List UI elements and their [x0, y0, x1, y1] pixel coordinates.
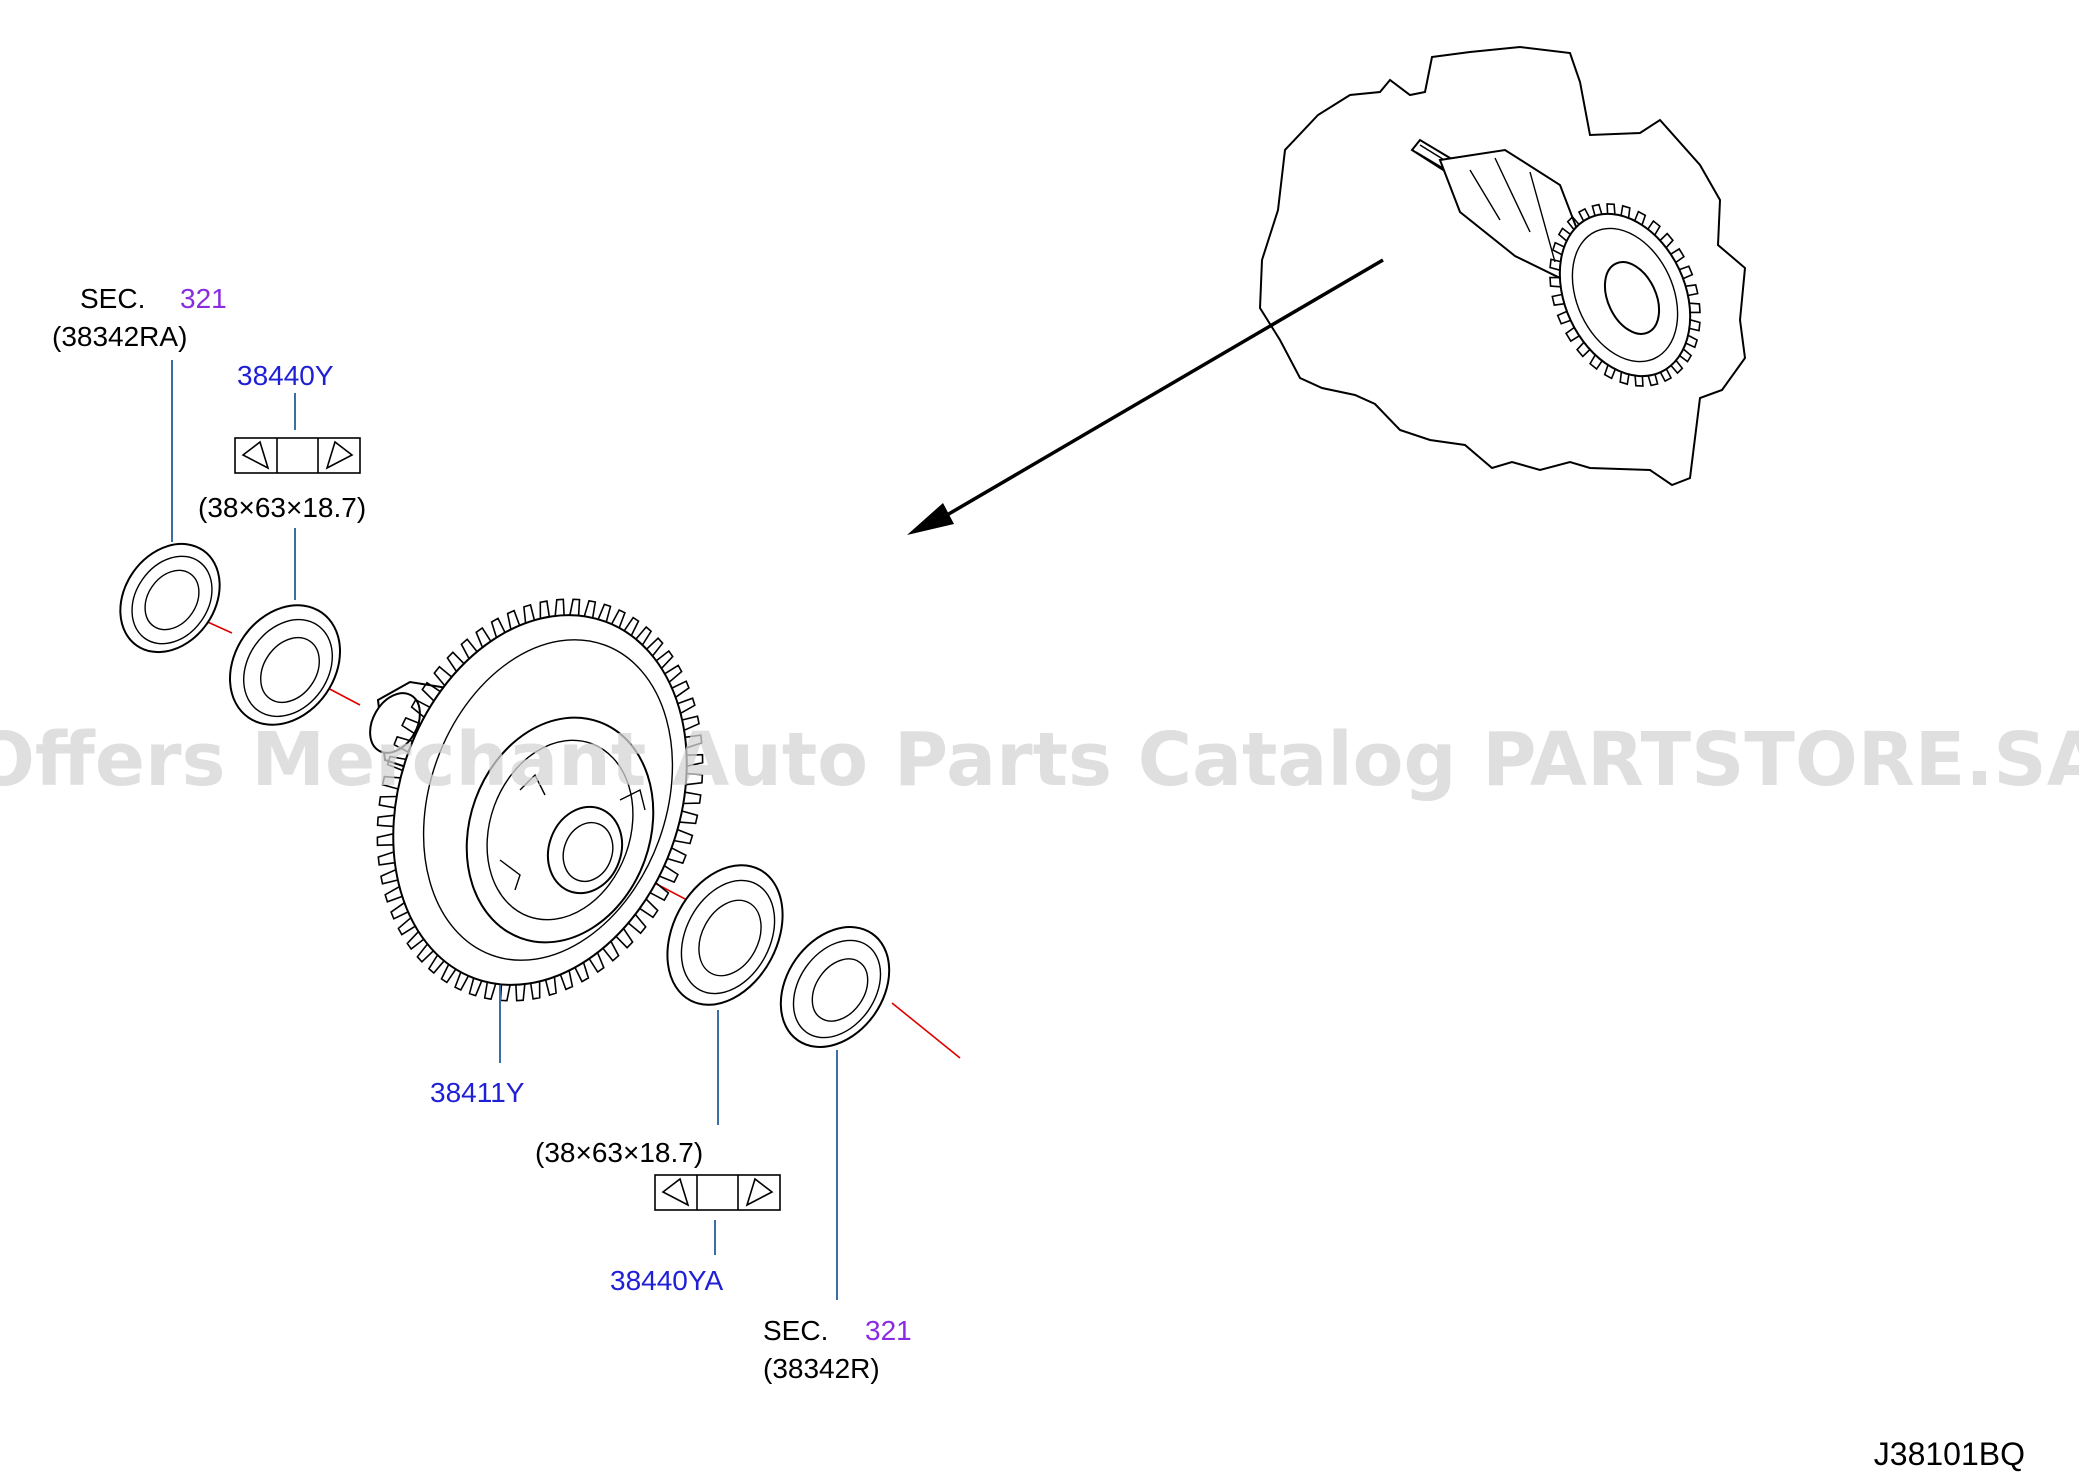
transmission-inset — [1258, 45, 1747, 487]
gear-tooth-ring — [1549, 203, 1701, 387]
watermark-text: Offers Merchant Auto Parts Catalog PARTS… — [0, 717, 2079, 803]
differential-gear-teeth — [376, 598, 704, 1002]
inset-gear-teeth — [1549, 203, 1701, 387]
bearing-race-bottom-icon — [779, 926, 891, 1048]
bearing-38440y-icon — [228, 604, 342, 726]
part-38411y-label[interactable]: 38411Y — [430, 1077, 525, 1108]
sec-prefix-top: SEC. — [80, 283, 145, 314]
part-38440y-label[interactable]: 38440Y — [237, 360, 334, 391]
leader-lines — [171, 360, 838, 1300]
diagram-code: J38101BQ — [1874, 1436, 2025, 1472]
part-38440ya-label[interactable]: 38440YA — [610, 1265, 723, 1296]
direction-arrow — [907, 258, 1384, 535]
callout-sec-bottom[interactable]: SEC. 321 (38342R) — [763, 1315, 912, 1384]
bearing-symbol-top — [234, 437, 361, 474]
input-shaft-icon — [1410, 138, 1701, 387]
bearing-symbol-bottom — [654, 1174, 781, 1211]
sec-number-bottom[interactable]: 321 — [865, 1315, 912, 1346]
sec-ref-bottom: (38342R) — [763, 1353, 880, 1384]
bearing-race-top-icon — [119, 542, 221, 654]
sec-ref-top: (38342RA) — [52, 321, 187, 352]
gear-tooth-ring — [376, 598, 704, 1002]
sec-number-top[interactable]: 321 — [180, 283, 227, 314]
differential-gear-38411y-icon — [369, 598, 704, 1002]
bearing-bottom-size: (38×63×18.7) — [535, 1137, 703, 1168]
callout-sec-top[interactable]: SEC. 321 (38342RA) — [52, 283, 227, 352]
bearing-38440ya-icon — [666, 864, 784, 1006]
bearing-top-size: (38×63×18.7) — [198, 492, 366, 523]
sec-prefix-bottom: SEC. — [763, 1315, 828, 1346]
